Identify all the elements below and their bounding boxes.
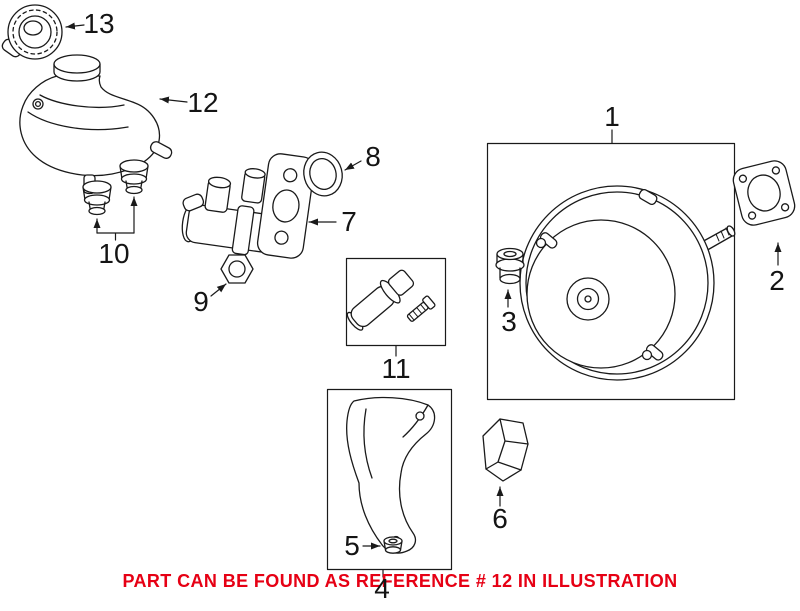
callout-1-label: 1 bbox=[604, 101, 620, 132]
grommets-illustration bbox=[82, 159, 149, 216]
brake-booster-illustration bbox=[519, 185, 736, 381]
sensor-bolt bbox=[406, 295, 436, 322]
leader-13 bbox=[65, 22, 85, 30]
callout-5-label: 5 bbox=[344, 530, 360, 561]
sensor-illustration bbox=[346, 269, 436, 331]
gasket-plate-illustration bbox=[732, 160, 796, 226]
reservoir-cap-illustration bbox=[1, 4, 63, 60]
callout-13-label: 13 bbox=[83, 8, 115, 39]
leader-10-bracket bbox=[96, 232, 135, 241]
leader-12 bbox=[159, 96, 188, 104]
callout-2-label: 2 bbox=[769, 265, 785, 296]
callout-6-label: 6 bbox=[492, 503, 508, 534]
bushing-illustration bbox=[495, 247, 525, 285]
grommet-upper bbox=[119, 159, 149, 195]
heat-shield-illustration bbox=[346, 396, 436, 554]
box-part-4 bbox=[326, 388, 453, 571]
callout-3-label: 3 bbox=[501, 306, 517, 337]
callout-10-label: 10 bbox=[98, 238, 130, 269]
bracket-illustration bbox=[482, 418, 529, 482]
leader-lines bbox=[65, 22, 782, 578]
box-part-1 bbox=[486, 142, 736, 401]
callout-7-label: 7 bbox=[341, 206, 357, 237]
callout-8-label: 8 bbox=[365, 141, 381, 172]
callout-12-label: 12 bbox=[187, 87, 219, 118]
callout-9-label: 9 bbox=[193, 286, 209, 317]
reference-note: PART CAN BE FOUND AS REFERENCE # 12 IN I… bbox=[122, 571, 678, 591]
leader-9 bbox=[210, 283, 227, 297]
clip-nut-illustration bbox=[383, 536, 403, 554]
master-cylinder-illustration bbox=[181, 153, 315, 259]
grommet-lower bbox=[82, 180, 112, 216]
callout-11-label: 11 bbox=[381, 353, 411, 384]
fluid-reservoir-illustration bbox=[19, 54, 173, 195]
leader-8 bbox=[344, 160, 362, 171]
callout-4-label: 4 bbox=[374, 573, 390, 604]
hex-nut-illustration bbox=[220, 254, 254, 284]
seal-ring-illustration bbox=[303, 151, 343, 197]
